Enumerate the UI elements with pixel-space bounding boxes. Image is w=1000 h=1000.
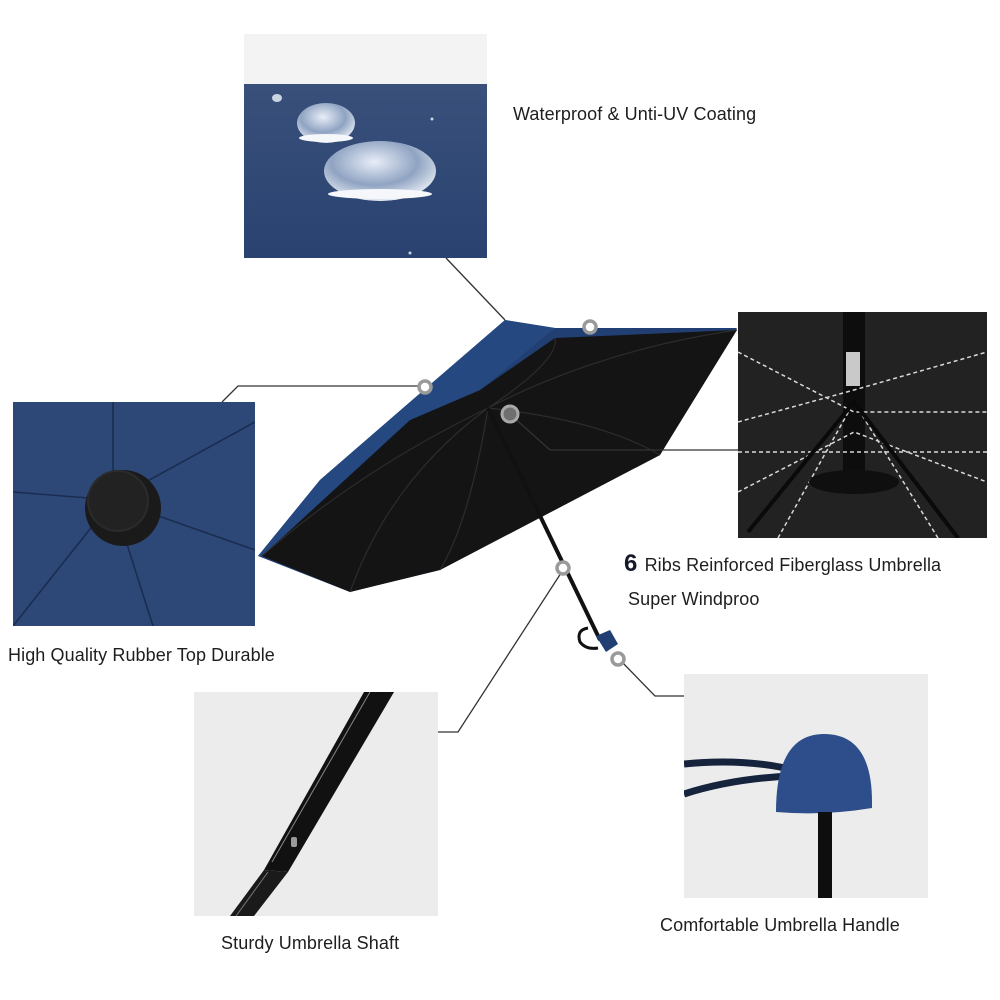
ribs-feature-sublabel: Super Windproo [628,589,760,609]
umbrella-main-illustration [250,310,750,680]
ribs-count: 6 [624,550,638,577]
rubber-top-photo-panel [13,402,255,626]
coating-photo-panel [244,34,487,258]
handle-feature-label: Comfortable Umbrella Handle [660,915,900,935]
shaft-photo-panel [194,692,438,916]
ribs-feature-label: 6 Ribs Reinforced Fiberglass Umbrella [624,550,942,577]
shaft-feature-label: Sturdy Umbrella Shaft [221,933,400,953]
handle-photo-panel [684,674,928,898]
ribs-photo-panel [738,312,987,538]
rubber-top-feature-label: High Quality Rubber Top Durable [8,645,275,665]
coating-feature-label: Waterproof & Unti-UV Coating [513,104,757,124]
